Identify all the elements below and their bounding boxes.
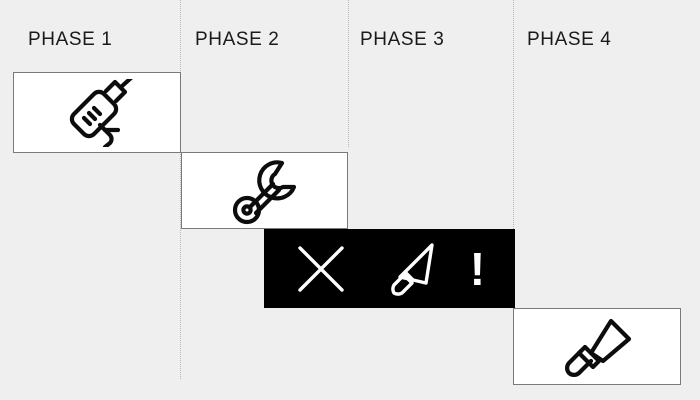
column-divider-2	[348, 0, 349, 147]
phase-label-4: PHASE 4	[527, 29, 612, 50]
phase-label-2: PHASE 2	[195, 29, 280, 50]
phase-card-1[interactable]	[13, 72, 181, 153]
phase-label-3: PHASE 3	[360, 29, 445, 50]
drill-icon	[61, 78, 133, 147]
exclamation-icon[interactable]: !	[470, 246, 485, 292]
column-divider-3	[513, 0, 514, 305]
phase-card-2[interactable]	[181, 152, 348, 229]
phase-label-1: PHASE 1	[28, 29, 113, 50]
column-divider-1	[180, 0, 181, 379]
x-close-icon[interactable]	[294, 242, 348, 296]
wrench-icon	[230, 157, 300, 225]
putty-knife-icon	[561, 313, 633, 381]
exclamation-glyph: !	[469, 242, 486, 295]
phase-card-4[interactable]	[513, 308, 681, 385]
trowel-icon[interactable]	[380, 241, 438, 297]
alert-bar[interactable]: !	[264, 229, 515, 308]
